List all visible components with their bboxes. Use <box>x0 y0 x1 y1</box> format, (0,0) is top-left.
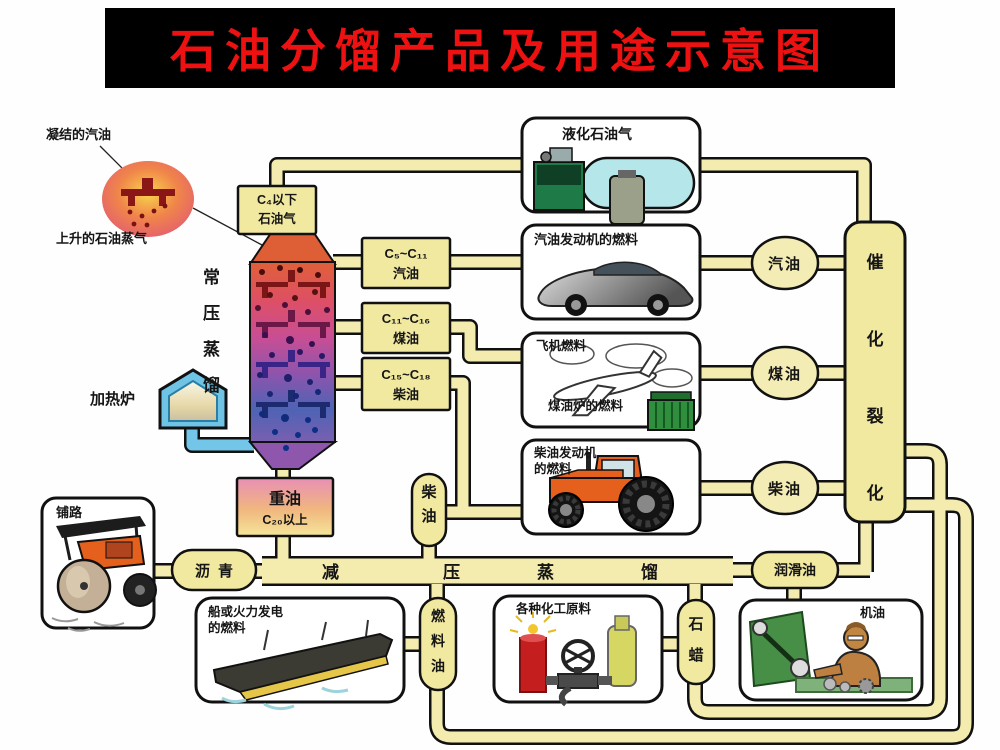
vacuum-char-4: 馏 <box>641 563 658 582</box>
kerosene-stove-label: 煤油炉的燃料 <box>548 399 624 413</box>
car-illustration <box>537 261 694 316</box>
heavy-oil-box <box>235 476 335 538</box>
fraction-kerosene-label: C₁₁~C₁₆ 煤油 <box>381 311 431 347</box>
lpg-label: 液化石油气 <box>562 126 632 142</box>
gasoline-engine-label: 汽油发动机的燃料 <box>534 232 639 247</box>
gas-fraction-box <box>236 184 318 236</box>
diesel-engine-label-2: 的燃料 <box>534 462 572 476</box>
plane-illustration <box>549 343 695 431</box>
vacuum-char-1: 减 <box>322 563 339 582</box>
catalytic-cracking-label: 催 化 裂 化 <box>866 253 884 503</box>
roller-illustration <box>51 516 157 632</box>
engine-oil-label: 机油 <box>860 606 886 620</box>
fraction-box-kerosene <box>360 301 452 355</box>
tractor-illustration <box>548 452 674 532</box>
pipe-lpg-to-cracker <box>698 157 872 228</box>
fraction-box-gasoline <box>360 236 452 290</box>
mechanic-illustration <box>748 610 913 694</box>
gasoline-bubble-label: 汽油 <box>767 255 802 273</box>
gas-fraction-label: C₄以下 石油气 <box>257 193 297 227</box>
ship-fuel-label-2: 的燃料 <box>208 621 246 635</box>
jet-fuel-label: 飞机燃料 <box>536 339 587 353</box>
diesel-capsule-label: 柴 油 <box>421 484 437 525</box>
stove-illustration <box>647 391 695 431</box>
rising-vapor-label: 上升的石油蒸气 <box>56 231 148 246</box>
ship-fuel-label-1: 船或火力发电 <box>208 605 284 619</box>
fraction-diesel-label: C₁₅~C₁₈ 柴油 <box>381 367 431 403</box>
asphalt-label: 沥青 <box>194 562 241 580</box>
diesel-bubble <box>750 460 820 516</box>
chemicals-illustration <box>509 612 637 707</box>
page-title: 石油分馏产品及用途示意图 <box>170 26 830 77</box>
atmospheric-distillation-label: 常 压 蒸 馏 <box>203 268 220 395</box>
lubricating-oil-capsule <box>750 550 840 590</box>
gasoline-bubble <box>750 235 820 291</box>
lubricating-oil-label: 润滑油 <box>774 562 816 578</box>
vacuum-char-2: 压 <box>443 563 460 582</box>
heavy-oil-label: 重油 C₂₀以上 <box>262 491 308 527</box>
fraction-box-diesel <box>360 356 452 412</box>
heater-label: 加热炉 <box>90 391 136 408</box>
lpg-illustration <box>533 147 696 225</box>
vapor-dots <box>255 265 330 451</box>
chemical-label: 各种化工原料 <box>516 602 592 616</box>
asphalt-capsule <box>170 548 258 592</box>
blob-tray <box>121 178 175 206</box>
vacuum-char-3: 蒸 <box>537 563 554 582</box>
diesel-bubble-label: 柴油 <box>767 480 802 498</box>
diesel-engine-label-1: 柴油发动机 <box>534 446 597 460</box>
column-bottom <box>247 441 338 470</box>
fuel-oil-capsule <box>418 596 458 692</box>
diesel-capsule <box>410 472 448 548</box>
pointer-line <box>192 207 263 246</box>
fuel-oil-label: 燃 料 油 <box>431 608 445 674</box>
furnace-icon <box>158 368 228 430</box>
paving-label: 铺路 <box>56 505 83 520</box>
condensed-gasoline-label: 凝结的汽油 <box>46 127 112 142</box>
paraffin-capsule <box>676 598 716 686</box>
catalytic-cracker-column <box>843 220 907 524</box>
paraffin-label: 石 蜡 <box>688 616 704 664</box>
ship-illustration <box>212 619 394 711</box>
kerosene-bubble-label: 煤油 <box>767 365 802 383</box>
title-bar: 石油分馏产品及用途示意图 <box>105 8 895 88</box>
fraction-gasoline-label: C₅~C₁₁ 汽油 <box>384 246 428 282</box>
furnace-pipe <box>186 424 254 451</box>
kerosene-bubble <box>750 345 820 401</box>
distillation-column <box>247 232 338 470</box>
column-top <box>248 232 337 265</box>
vapor-blob <box>102 161 194 237</box>
